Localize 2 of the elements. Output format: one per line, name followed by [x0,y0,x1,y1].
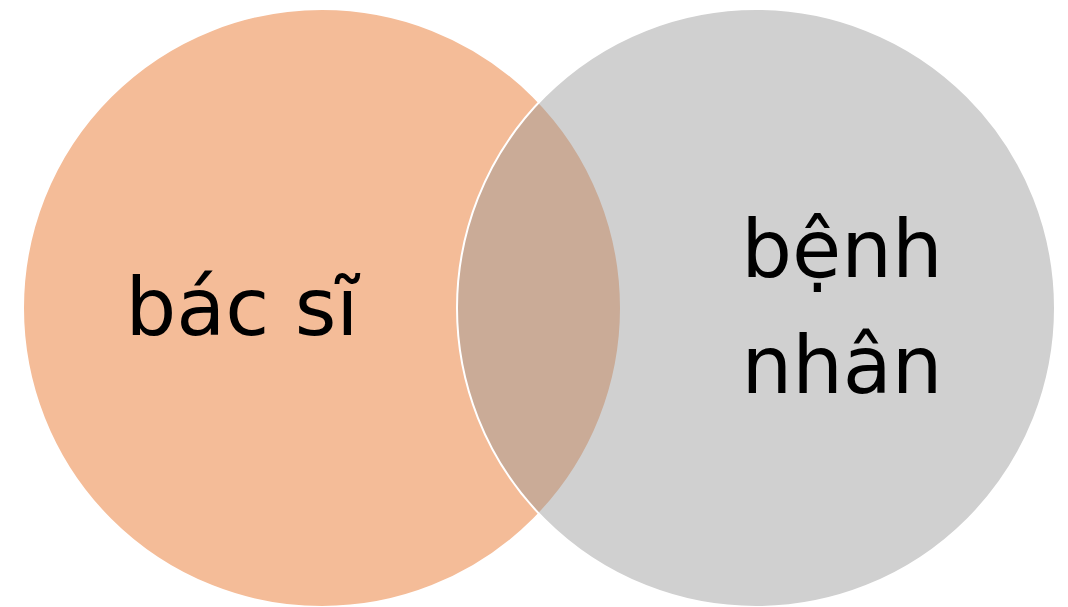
set-label: bệnh nhân [740,202,944,414]
set-label: bác sĩ [124,260,362,356]
